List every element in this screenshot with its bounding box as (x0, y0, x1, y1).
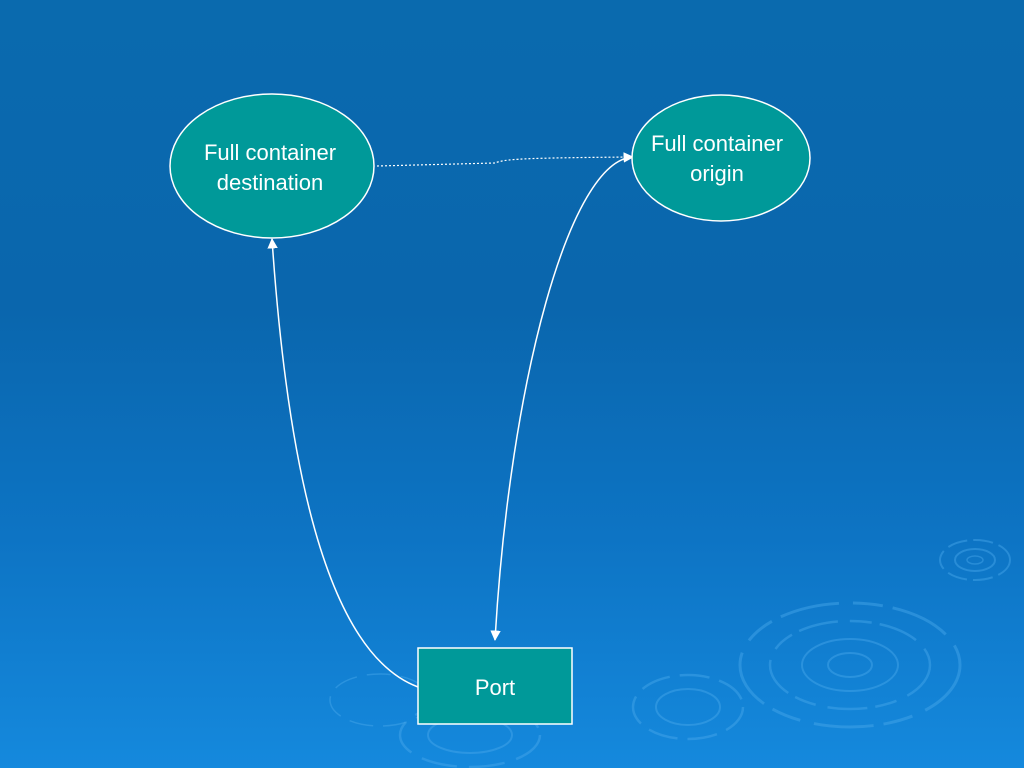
connector-destination-to-origin-dotted (376, 152, 633, 167)
connector-origin-to-port (490, 152, 635, 642)
origin-label-line2: origin (690, 161, 744, 186)
destination-label-line1: Full container (203, 140, 337, 165)
node-full-container-origin-label: Full container origin (622, 129, 812, 189)
node-full-container-destination[interactable] (169, 93, 375, 239)
node-port-label: Port (474, 675, 516, 700)
node-full-container-origin[interactable] (631, 94, 811, 222)
node-port[interactable] (417, 647, 573, 725)
destination-label-line2: destination (216, 170, 324, 195)
origin-label-line1: Full container (650, 131, 784, 156)
connector-port-to-destination (267, 237, 419, 688)
node-full-container-destination-label: Full container destination (170, 138, 370, 198)
